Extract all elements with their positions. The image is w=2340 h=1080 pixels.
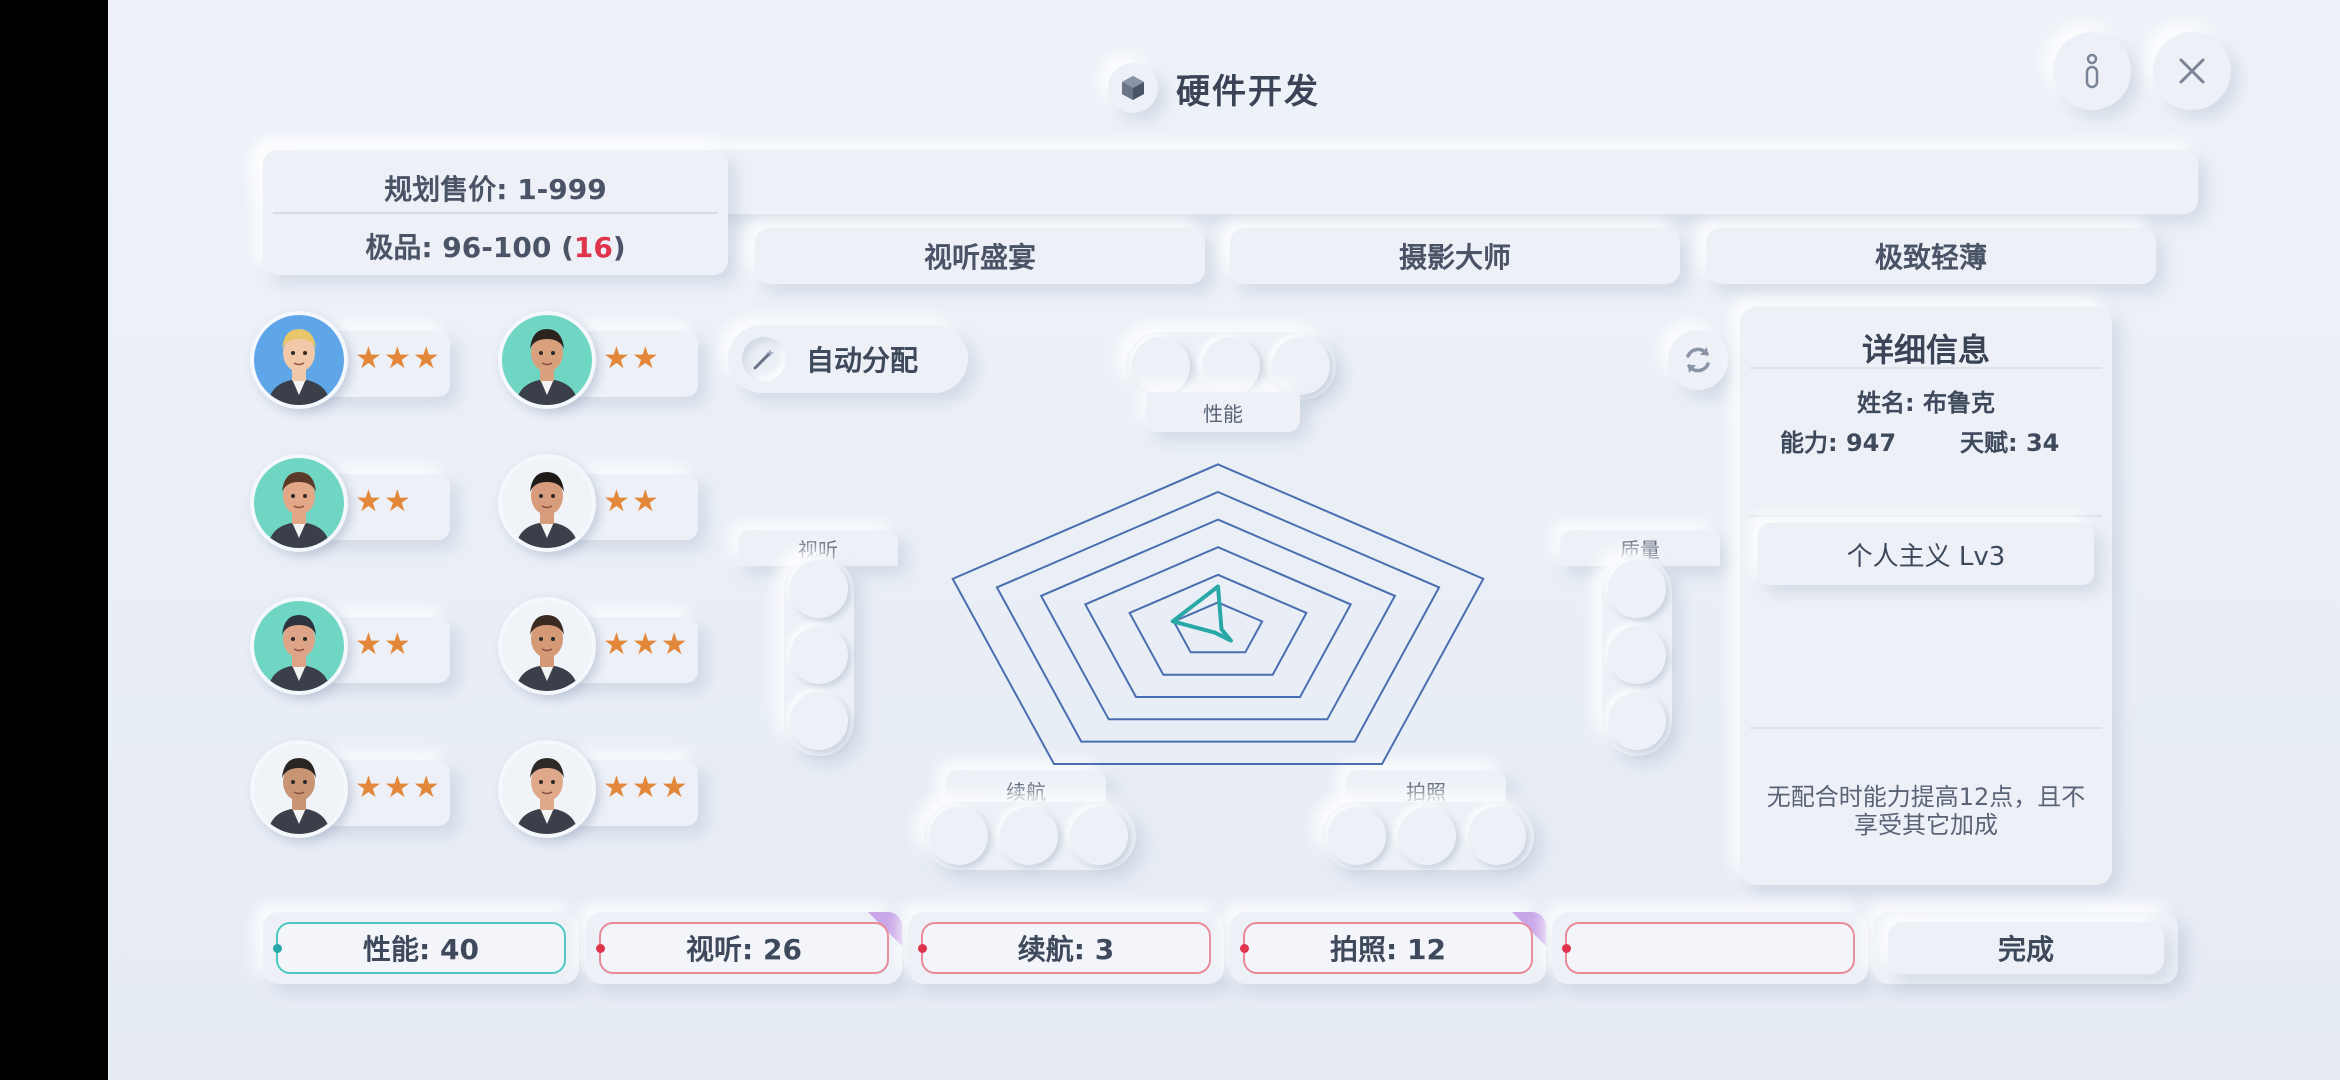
star-rating: ★★★ bbox=[603, 627, 690, 662]
slot-group-photo bbox=[1322, 802, 1534, 870]
price-range: 规划售价: 1-999 bbox=[384, 173, 607, 206]
avatar bbox=[250, 454, 348, 552]
staff-card[interactable]: ★★★ bbox=[250, 740, 450, 838]
cube-icon bbox=[1108, 63, 1158, 113]
tab-photography[interactable]: 摄影大师 bbox=[1230, 228, 1680, 284]
staff-card[interactable]: ★★★ bbox=[498, 740, 698, 838]
slot-group-audio-visual bbox=[784, 556, 854, 756]
slot[interactable] bbox=[1328, 807, 1386, 865]
slot[interactable] bbox=[1608, 560, 1666, 618]
trait-description: 无配合时能力提高12点，且不享受其它加成 bbox=[1766, 783, 2086, 839]
staff-talent: 天赋: 34 bbox=[1960, 429, 2060, 457]
divider bbox=[1750, 727, 2102, 729]
radar-value-shape bbox=[1170, 584, 1233, 643]
slot[interactable] bbox=[1272, 337, 1330, 395]
radar-ring bbox=[951, 463, 1485, 765]
radar-grid bbox=[951, 463, 1485, 765]
trait-badge: 个人主义 Lv3 bbox=[1758, 523, 2094, 585]
radar-ring bbox=[1128, 573, 1308, 676]
staff-card[interactable]: ★★ bbox=[498, 311, 698, 409]
slot[interactable] bbox=[1608, 692, 1666, 750]
star-rating: ★★ bbox=[603, 484, 661, 519]
staff-card[interactable]: ★★ bbox=[250, 454, 450, 552]
done-button[interactable]: 完成 bbox=[1888, 922, 2164, 974]
staff-card[interactable]: ★★ bbox=[498, 454, 698, 552]
detail-panel: 详细信息 姓名: 布鲁克 能力: 947 天赋: 34 个人主义 Lv3 无配合… bbox=[1740, 307, 2112, 885]
indicator-dot bbox=[596, 944, 605, 953]
slot[interactable] bbox=[1468, 807, 1526, 865]
radar-ring bbox=[1039, 518, 1397, 721]
planning-box: 规划售价: 1-999 极品: 96-100 (16) bbox=[263, 150, 728, 275]
page-title: 硬件开发 bbox=[1176, 71, 1320, 112]
staff-name: 姓名: 布鲁克 bbox=[1857, 389, 1995, 417]
quality-count: 16 bbox=[573, 231, 613, 264]
auto-assign-button[interactable]: 自动分配 bbox=[728, 325, 968, 393]
tab-ultra-thin[interactable]: 极致轻薄 bbox=[1706, 228, 2156, 284]
avatar bbox=[498, 597, 596, 695]
info-icon bbox=[2085, 53, 2099, 89]
radar-ring bbox=[995, 490, 1441, 743]
avatar bbox=[498, 311, 596, 409]
slot[interactable] bbox=[790, 560, 848, 618]
stat-empty bbox=[1562, 922, 1855, 974]
magic-wand-icon bbox=[742, 337, 786, 381]
game-screen: 硬件开发 规划售价: 1-999 极品: 96-100 (16) 视听盛宴 摄影… bbox=[108, 0, 2340, 1080]
indicator-dot bbox=[1562, 944, 1571, 953]
avatar bbox=[498, 454, 596, 552]
quality-range: 极品: 96-100 (16) bbox=[365, 231, 626, 264]
avatar bbox=[250, 597, 348, 695]
slot[interactable] bbox=[790, 692, 848, 750]
refresh-icon bbox=[1686, 347, 1710, 373]
star-rating: ★★ bbox=[603, 341, 661, 376]
stat-performance: 性能: 40 bbox=[273, 922, 566, 974]
avatar bbox=[250, 740, 348, 838]
slot[interactable] bbox=[1608, 626, 1666, 684]
star-rating: ★★ bbox=[355, 484, 413, 519]
radar-chart bbox=[951, 463, 1485, 765]
divider bbox=[273, 212, 718, 214]
staff-card[interactable]: ★★ bbox=[250, 597, 450, 695]
slot[interactable] bbox=[1070, 807, 1128, 865]
detail-title: 详细信息 bbox=[1861, 331, 1990, 369]
divider bbox=[1750, 367, 2102, 369]
slot[interactable] bbox=[790, 626, 848, 684]
slot-group-battery bbox=[924, 802, 1136, 870]
slot[interactable] bbox=[1202, 337, 1260, 395]
stat-battery: 续航: 3 bbox=[918, 922, 1211, 974]
close-icon bbox=[2179, 58, 2205, 84]
close-button[interactable] bbox=[2153, 32, 2231, 110]
slot[interactable] bbox=[930, 807, 988, 865]
radar-ring bbox=[1172, 601, 1264, 654]
star-rating: ★★★ bbox=[355, 341, 442, 376]
divider bbox=[1750, 515, 2102, 517]
header: 硬件开发 bbox=[1108, 58, 1320, 118]
avatar bbox=[250, 311, 348, 409]
slot-group-performance bbox=[1126, 332, 1336, 400]
stat-audio-visual: 视听: 26 bbox=[596, 922, 889, 974]
auto-assign-label: 自动分配 bbox=[806, 344, 919, 377]
info-button[interactable] bbox=[2053, 32, 2131, 110]
indicator-dot bbox=[273, 944, 282, 953]
star-rating: ★★ bbox=[355, 627, 413, 662]
indicator-dot bbox=[1240, 944, 1249, 953]
tab-audio-visual[interactable]: 视听盛宴 bbox=[755, 228, 1205, 284]
star-rating: ★★★ bbox=[355, 770, 442, 805]
staff-card[interactable]: ★★★ bbox=[250, 311, 450, 409]
indicator-dot bbox=[918, 944, 927, 953]
stat-photo: 拍照: 12 bbox=[1240, 922, 1533, 974]
star-rating: ★★★ bbox=[603, 770, 690, 805]
avatar bbox=[498, 740, 596, 838]
slot[interactable] bbox=[1000, 807, 1058, 865]
radar-ring bbox=[1083, 546, 1353, 698]
staff-card[interactable]: ★★★ bbox=[498, 597, 698, 695]
axis-label-performance: 性能 bbox=[1146, 392, 1300, 432]
slot[interactable] bbox=[1132, 337, 1190, 395]
slot[interactable] bbox=[1398, 807, 1456, 865]
slot-group-quality bbox=[1602, 556, 1672, 756]
refresh-button[interactable] bbox=[1668, 330, 1728, 390]
staff-ability: 能力: 947 bbox=[1780, 429, 1897, 457]
